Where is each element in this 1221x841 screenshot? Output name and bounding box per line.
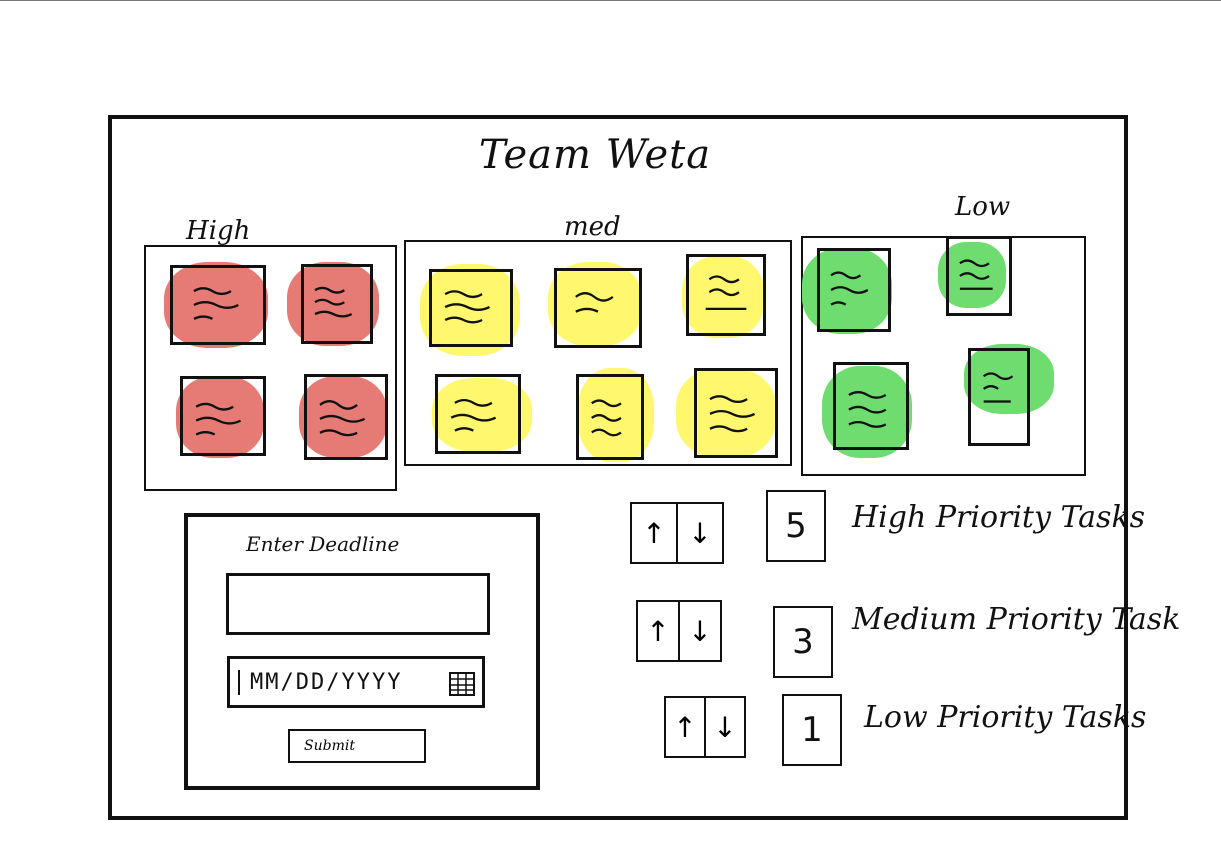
- scribble-icon: [709, 395, 756, 433]
- task-input[interactable]: [226, 573, 490, 635]
- high-count-label: High Priority Tasks: [852, 500, 1146, 535]
- date-input[interactable]: MM/DD/YYYY: [227, 656, 485, 708]
- sort-up-button[interactable]: ↑: [666, 698, 704, 756]
- arrow-down-icon: ↓: [688, 516, 712, 550]
- low-count-label: Low Priority Tasks: [864, 700, 1147, 735]
- low-sort-control: ↑ ↓: [664, 696, 746, 758]
- high-task-note[interactable]: [301, 264, 373, 344]
- low-task-note[interactable]: [946, 236, 1012, 316]
- arrow-down-icon: ↓: [713, 710, 737, 744]
- scribble-icon: [319, 400, 366, 437]
- scribble-icon: [705, 275, 747, 311]
- scribble-icon: [575, 292, 614, 313]
- medium-priority-board: [404, 240, 792, 466]
- arrow-up-icon: ↑: [646, 614, 670, 648]
- top-divider: [0, 0, 1221, 1]
- column-label-medium: med: [564, 212, 621, 242]
- arrow-up-icon: ↑: [642, 516, 666, 550]
- low-count: 1: [782, 694, 842, 766]
- sort-down-button[interactable]: ↓: [678, 602, 720, 660]
- scribble-icon: [982, 372, 1014, 403]
- app-window: [108, 115, 1128, 820]
- medium-sort-control: ↑ ↓: [636, 600, 722, 662]
- sort-down-button[interactable]: ↓: [704, 698, 744, 756]
- low-task-note[interactable]: [968, 348, 1030, 446]
- scribble-icon: [444, 290, 490, 324]
- note-highlight: [676, 368, 776, 458]
- note-highlight: [822, 366, 912, 458]
- date-placeholder: MM/DD/YYYY: [238, 669, 402, 695]
- note-highlight: [420, 264, 520, 356]
- note-highlight: [432, 378, 532, 452]
- low-task-note[interactable]: [833, 362, 909, 450]
- note-highlight: [176, 376, 264, 458]
- low-priority-board: [801, 236, 1086, 476]
- high-task-note[interactable]: [180, 376, 266, 456]
- submit-button[interactable]: Submit: [288, 729, 426, 763]
- note-highlight: [682, 256, 764, 338]
- high-task-note[interactable]: [170, 265, 266, 345]
- sort-up-button[interactable]: ↑: [632, 504, 676, 562]
- high-count: 5: [766, 490, 826, 562]
- medium-task-note[interactable]: [694, 368, 778, 458]
- column-label-low: Low: [955, 192, 1011, 222]
- low-task-note[interactable]: [817, 248, 891, 332]
- scribble-icon: [314, 286, 353, 318]
- arrow-up-icon: ↑: [673, 710, 697, 744]
- arrow-down-icon: ↓: [688, 614, 712, 648]
- scribble-icon: [848, 391, 887, 428]
- medium-count-label: Medium Priority Task: [852, 602, 1181, 637]
- scribble-icon: [450, 398, 497, 432]
- medium-task-note[interactable]: [576, 374, 644, 460]
- medium-task-note[interactable]: [686, 254, 766, 336]
- deadline-form: [184, 513, 540, 790]
- scribble-icon: [591, 399, 622, 437]
- sort-up-button[interactable]: ↑: [638, 602, 678, 660]
- high-priority-board: [144, 245, 397, 491]
- scribble-icon: [830, 271, 869, 306]
- medium-task-note[interactable]: [435, 374, 521, 454]
- column-label-high: High: [186, 216, 251, 246]
- note-highlight: [548, 262, 642, 346]
- deadline-label: Enter Deadline: [246, 532, 400, 556]
- note-highlight: [299, 376, 387, 458]
- medium-task-note[interactable]: [429, 269, 513, 347]
- scribble-icon: [195, 402, 242, 436]
- page-title: Team Weta: [478, 132, 712, 178]
- scribble-icon: [959, 259, 993, 290]
- high-sort-control: ↑ ↓: [630, 502, 724, 564]
- high-task-note[interactable]: [304, 374, 388, 460]
- medium-count: 3: [773, 606, 833, 678]
- scribble-icon: [193, 287, 239, 320]
- sort-down-button[interactable]: ↓: [676, 504, 722, 562]
- calendar-icon[interactable]: [448, 669, 476, 697]
- medium-task-note[interactable]: [554, 268, 642, 348]
